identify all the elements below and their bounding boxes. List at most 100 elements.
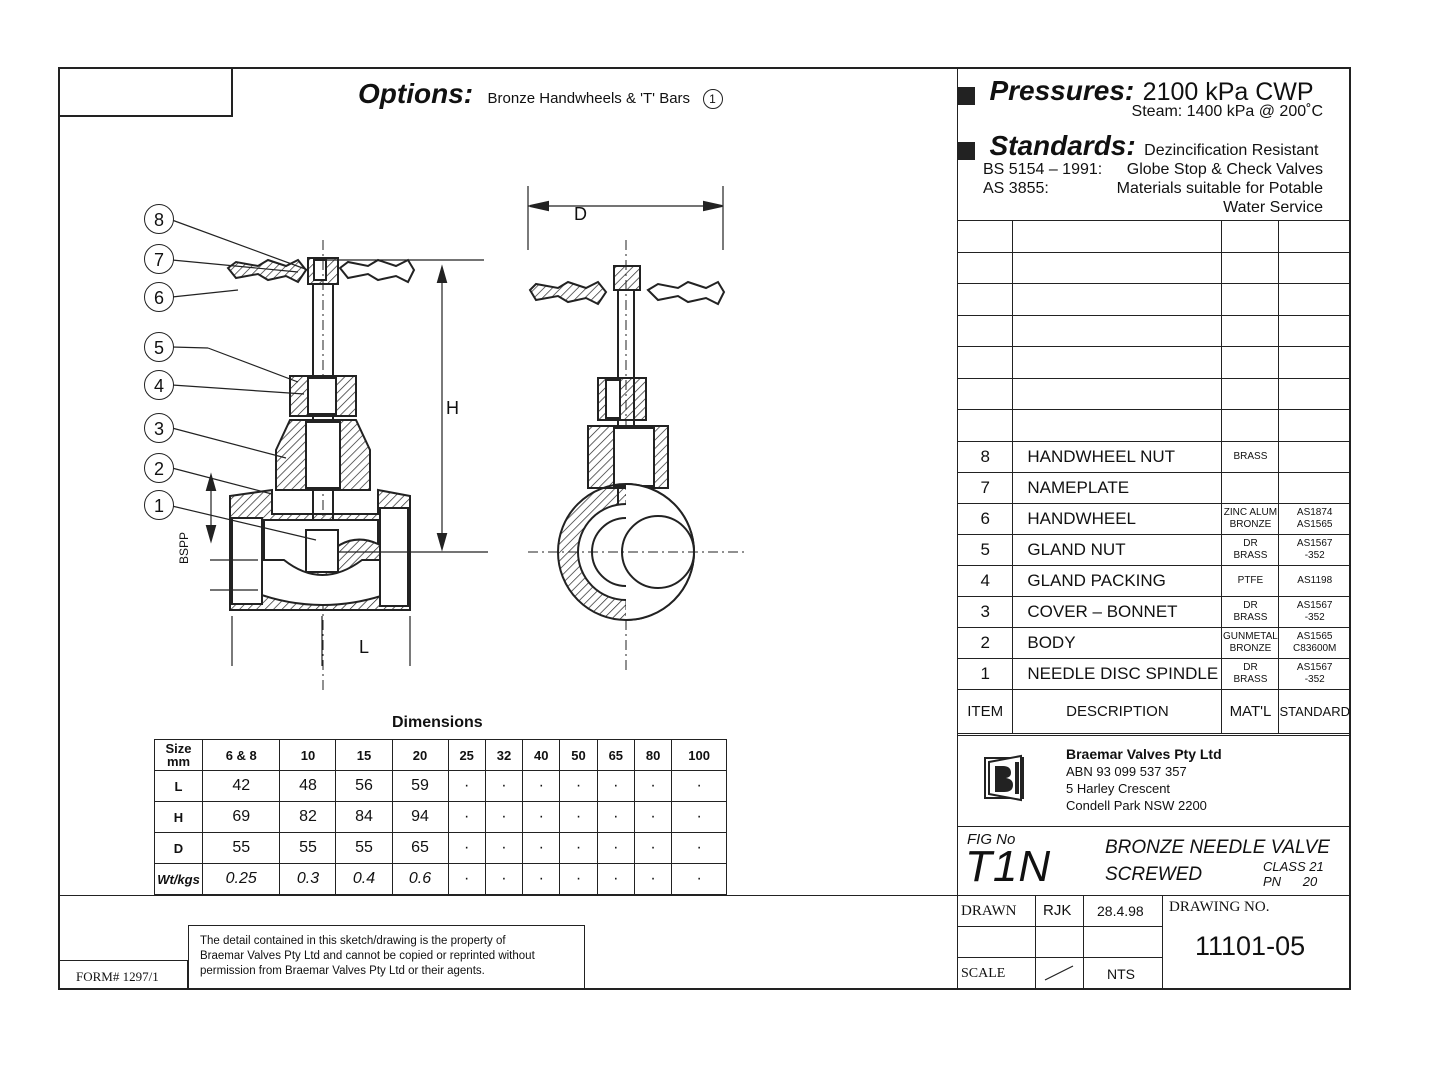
- disclaimer-line1: The detail contained in this sketch/draw…: [200, 935, 506, 947]
- parts-blank-cell: [1012, 346, 1223, 379]
- dims-cell: 42: [201, 770, 281, 802]
- disclaimer-line3: permission from Braemar Valves Pty Ltd o…: [200, 965, 485, 977]
- dims-header-cell: 20: [391, 739, 449, 771]
- parts-item-number: 7: [956, 471, 1014, 504]
- standards-bs-code: BS 5154 – 1991:: [983, 161, 1103, 178]
- parts-blank-cell: [1221, 251, 1280, 284]
- drawn-by: RJK: [1043, 902, 1072, 919]
- dims-header-cell: 100: [671, 739, 727, 771]
- dims-row-label: H: [154, 801, 203, 833]
- parts-blank-cell: [1221, 346, 1280, 379]
- parts-description: GLAND PACKING: [1012, 564, 1223, 597]
- disclaimer-line2: Braemar Valves Pty Ltd and cannot be cop…: [200, 950, 535, 962]
- dims-cell: ·: [596, 832, 635, 864]
- pressures-value: 2100 kPa CWP: [1142, 78, 1314, 106]
- drawn-label: DRAWN: [961, 903, 1017, 919]
- dims-cell: ·: [671, 863, 727, 895]
- parts-blank-row: [956, 377, 1351, 410]
- bullet-square-icon: [957, 141, 975, 160]
- standards-as-code: AS 3855:: [983, 180, 1049, 197]
- dims-cell: ·: [633, 770, 673, 802]
- parts-blank-cell: [956, 314, 1014, 347]
- parts-description: GLAND NUT: [1012, 533, 1223, 566]
- company-logo: [984, 754, 1024, 802]
- bspp-label: BSPP: [177, 531, 191, 564]
- dims-row-label: L: [154, 770, 203, 802]
- fig-label: FIG No: [967, 831, 1016, 848]
- dims-cell: ·: [447, 770, 486, 802]
- parts-blank-row: [956, 283, 1351, 316]
- parts-item-number: 4: [956, 564, 1014, 597]
- dims-cell: 55: [335, 832, 393, 864]
- dims-header-cell: 15: [335, 739, 393, 771]
- parts-standard: [1278, 471, 1351, 504]
- dim-l-label: L: [359, 637, 370, 657]
- dims-header-cell: 6 & 8: [201, 739, 281, 771]
- parts-description: HANDWHEEL NUT: [1012, 440, 1223, 473]
- dims-cell: ·: [633, 801, 673, 833]
- dims-cell: 55: [279, 832, 337, 864]
- callout-3: 3: [144, 413, 174, 443]
- pressures-block: Pressures: 2100 kPa CWP Steam: 1400 kPa …: [957, 75, 1327, 121]
- drawn-block: DRAWN RJK 28.4.98 DRAWING NO. 11101-05 S…: [957, 895, 1351, 990]
- company-address2: Condell Park NSW 2200: [1066, 798, 1207, 813]
- parts-blank-cell: [956, 377, 1014, 410]
- dims-cell: ·: [447, 801, 486, 833]
- dims-cell: 0.3: [279, 863, 337, 895]
- dims-cell: 84: [335, 801, 393, 833]
- standards-line4: Water Service: [1223, 199, 1323, 216]
- dims-cell: ·: [633, 863, 673, 895]
- parts-blank-cell: [956, 283, 1014, 316]
- parts-blank-cell: [1012, 377, 1223, 410]
- parts-item-number: 8: [956, 440, 1014, 473]
- scale-label: SCALE: [961, 966, 1006, 981]
- options-heading: Options:: [358, 78, 474, 109]
- scale-value: NTS: [1107, 966, 1135, 982]
- dims-cell: ·: [522, 801, 561, 833]
- dims-cell: ·: [484, 832, 524, 864]
- bullet-square-icon: [957, 86, 975, 105]
- parts-blank-cell: [1221, 283, 1280, 316]
- parts-description: NAMEPLATE: [1012, 471, 1223, 504]
- dims-cell: 0.25: [201, 863, 281, 895]
- drawn-date: 28.4.98: [1097, 903, 1144, 919]
- dims-cell: 69: [201, 801, 281, 833]
- parts-header-description: DESCRIPTION: [1012, 688, 1223, 734]
- parts-standard: AS1567-352: [1278, 595, 1351, 628]
- pressures-steam: Steam: 1400 kPa @ 200˚C: [1131, 103, 1323, 120]
- dims-cell: ·: [447, 832, 486, 864]
- parts-description: COVER – BONNET: [1012, 595, 1223, 628]
- company-name: Braemar Valves Pty Ltd: [1066, 746, 1222, 762]
- dims-cell: 0.4: [335, 863, 393, 895]
- parts-blank-cell: [956, 346, 1014, 379]
- dims-cell: ·: [559, 863, 598, 895]
- parts-standard: AS1567-352: [1278, 657, 1351, 690]
- dimensions-title: Dimensions: [392, 714, 483, 731]
- parts-blank-cell: [1278, 377, 1351, 410]
- parts-standard: [1278, 440, 1351, 473]
- dims-cell: 94: [391, 801, 449, 833]
- callout-8: 8: [144, 204, 174, 234]
- parts-blank-cell: [1012, 409, 1223, 442]
- product-pn: PN 20: [1263, 874, 1318, 889]
- dims-cell: 56: [335, 770, 393, 802]
- dims-cell: ·: [484, 770, 524, 802]
- parts-description: HANDWHEEL: [1012, 502, 1223, 535]
- parts-blank-row: [956, 251, 1351, 284]
- parts-standard: AS1198: [1278, 564, 1351, 597]
- dims-cell: 55: [201, 832, 281, 864]
- dims-cell: ·: [671, 832, 727, 864]
- dims-row-label: Wt/kgs: [154, 863, 203, 895]
- dims-header-cell: 32: [484, 739, 524, 771]
- parts-header-standard: STANDARD: [1278, 688, 1351, 734]
- revision-box: [58, 67, 233, 117]
